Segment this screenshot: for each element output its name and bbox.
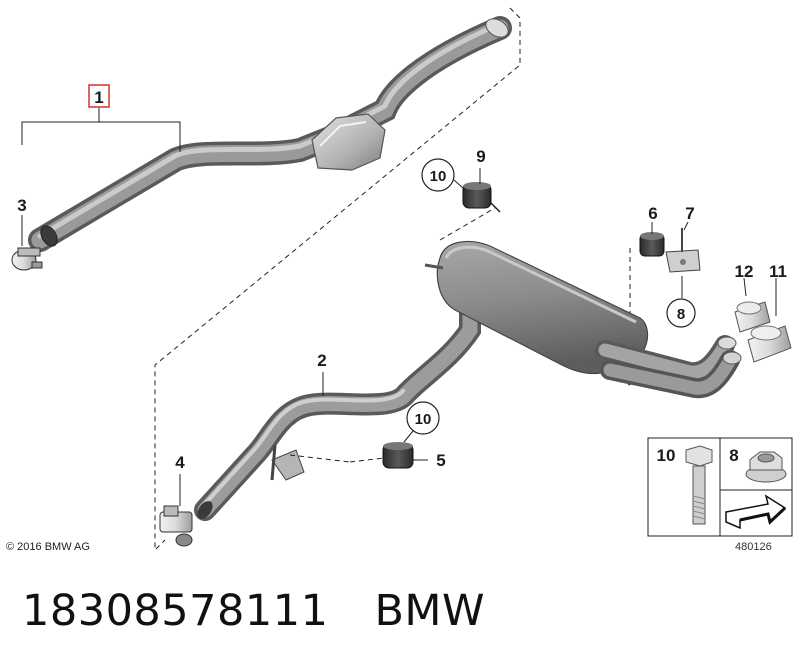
tailpipe-trim-outer [747, 325, 792, 363]
direction-arrow-icon [725, 494, 787, 530]
svg-text:8: 8 [677, 306, 685, 323]
legend-nut-label: 8 [729, 446, 738, 465]
callout-2[interactable]: 2 [317, 351, 326, 370]
callout-7[interactable]: 7 [685, 204, 694, 223]
clamp-front [11, 247, 43, 271]
callout-8-circled[interactable]: 8 [666, 298, 696, 328]
rubber-mount-lower [382, 442, 414, 469]
rubber-mount-right [639, 232, 665, 257]
exhaust-diagram: 1 2 3 4 5 6 7 9 11 12 8 10 10 10 8 [11, 7, 793, 552]
callout-1[interactable]: 1 [88, 84, 110, 108]
rubber-mount-upper [462, 182, 501, 213]
callout-1-box [88, 84, 110, 108]
rear-pipe-hanger [271, 449, 305, 481]
diagram-image-id: 480126 [735, 541, 772, 553]
callout-3[interactable]: 3 [17, 196, 26, 215]
part-number: 18308578111 [22, 586, 329, 636]
svg-text:1: 1 [94, 88, 103, 107]
nut-icon [745, 451, 787, 483]
catalytic-converter [311, 113, 386, 171]
brand-name: BMW [374, 586, 486, 636]
hardware-legend: 10 8 [647, 437, 793, 537]
svg-text:10: 10 [430, 168, 447, 185]
callout-6[interactable]: 6 [648, 204, 657, 223]
copyright-notice: © 2016 BMW AG [6, 541, 90, 553]
bolt-icon [685, 445, 713, 525]
callout-10-circled-lower[interactable]: 10 [403, 401, 440, 443]
svg-text:10: 10 [415, 411, 432, 428]
callout-11[interactable]: 11 [769, 262, 787, 281]
mount-bracket [665, 228, 701, 273]
front-pipe-assembly [28, 16, 512, 252]
front-pipe-inlet [40, 225, 58, 247]
clamp-rear [159, 505, 193, 547]
callout-4[interactable]: 4 [175, 453, 185, 472]
callout-5[interactable]: 5 [436, 451, 445, 470]
callout-10-circled-upper[interactable]: 10 [421, 158, 464, 192]
tailpipe-trim-inner [734, 301, 771, 333]
legend-bolt-label: 10 [657, 446, 676, 465]
footer-caption: 18308578111 BMW [22, 586, 485, 646]
callout-12[interactable]: 12 [735, 262, 754, 281]
rear-pipe-assembly [194, 240, 742, 521]
callout-9[interactable]: 9 [476, 147, 485, 166]
leader-lines [21, 108, 777, 506]
